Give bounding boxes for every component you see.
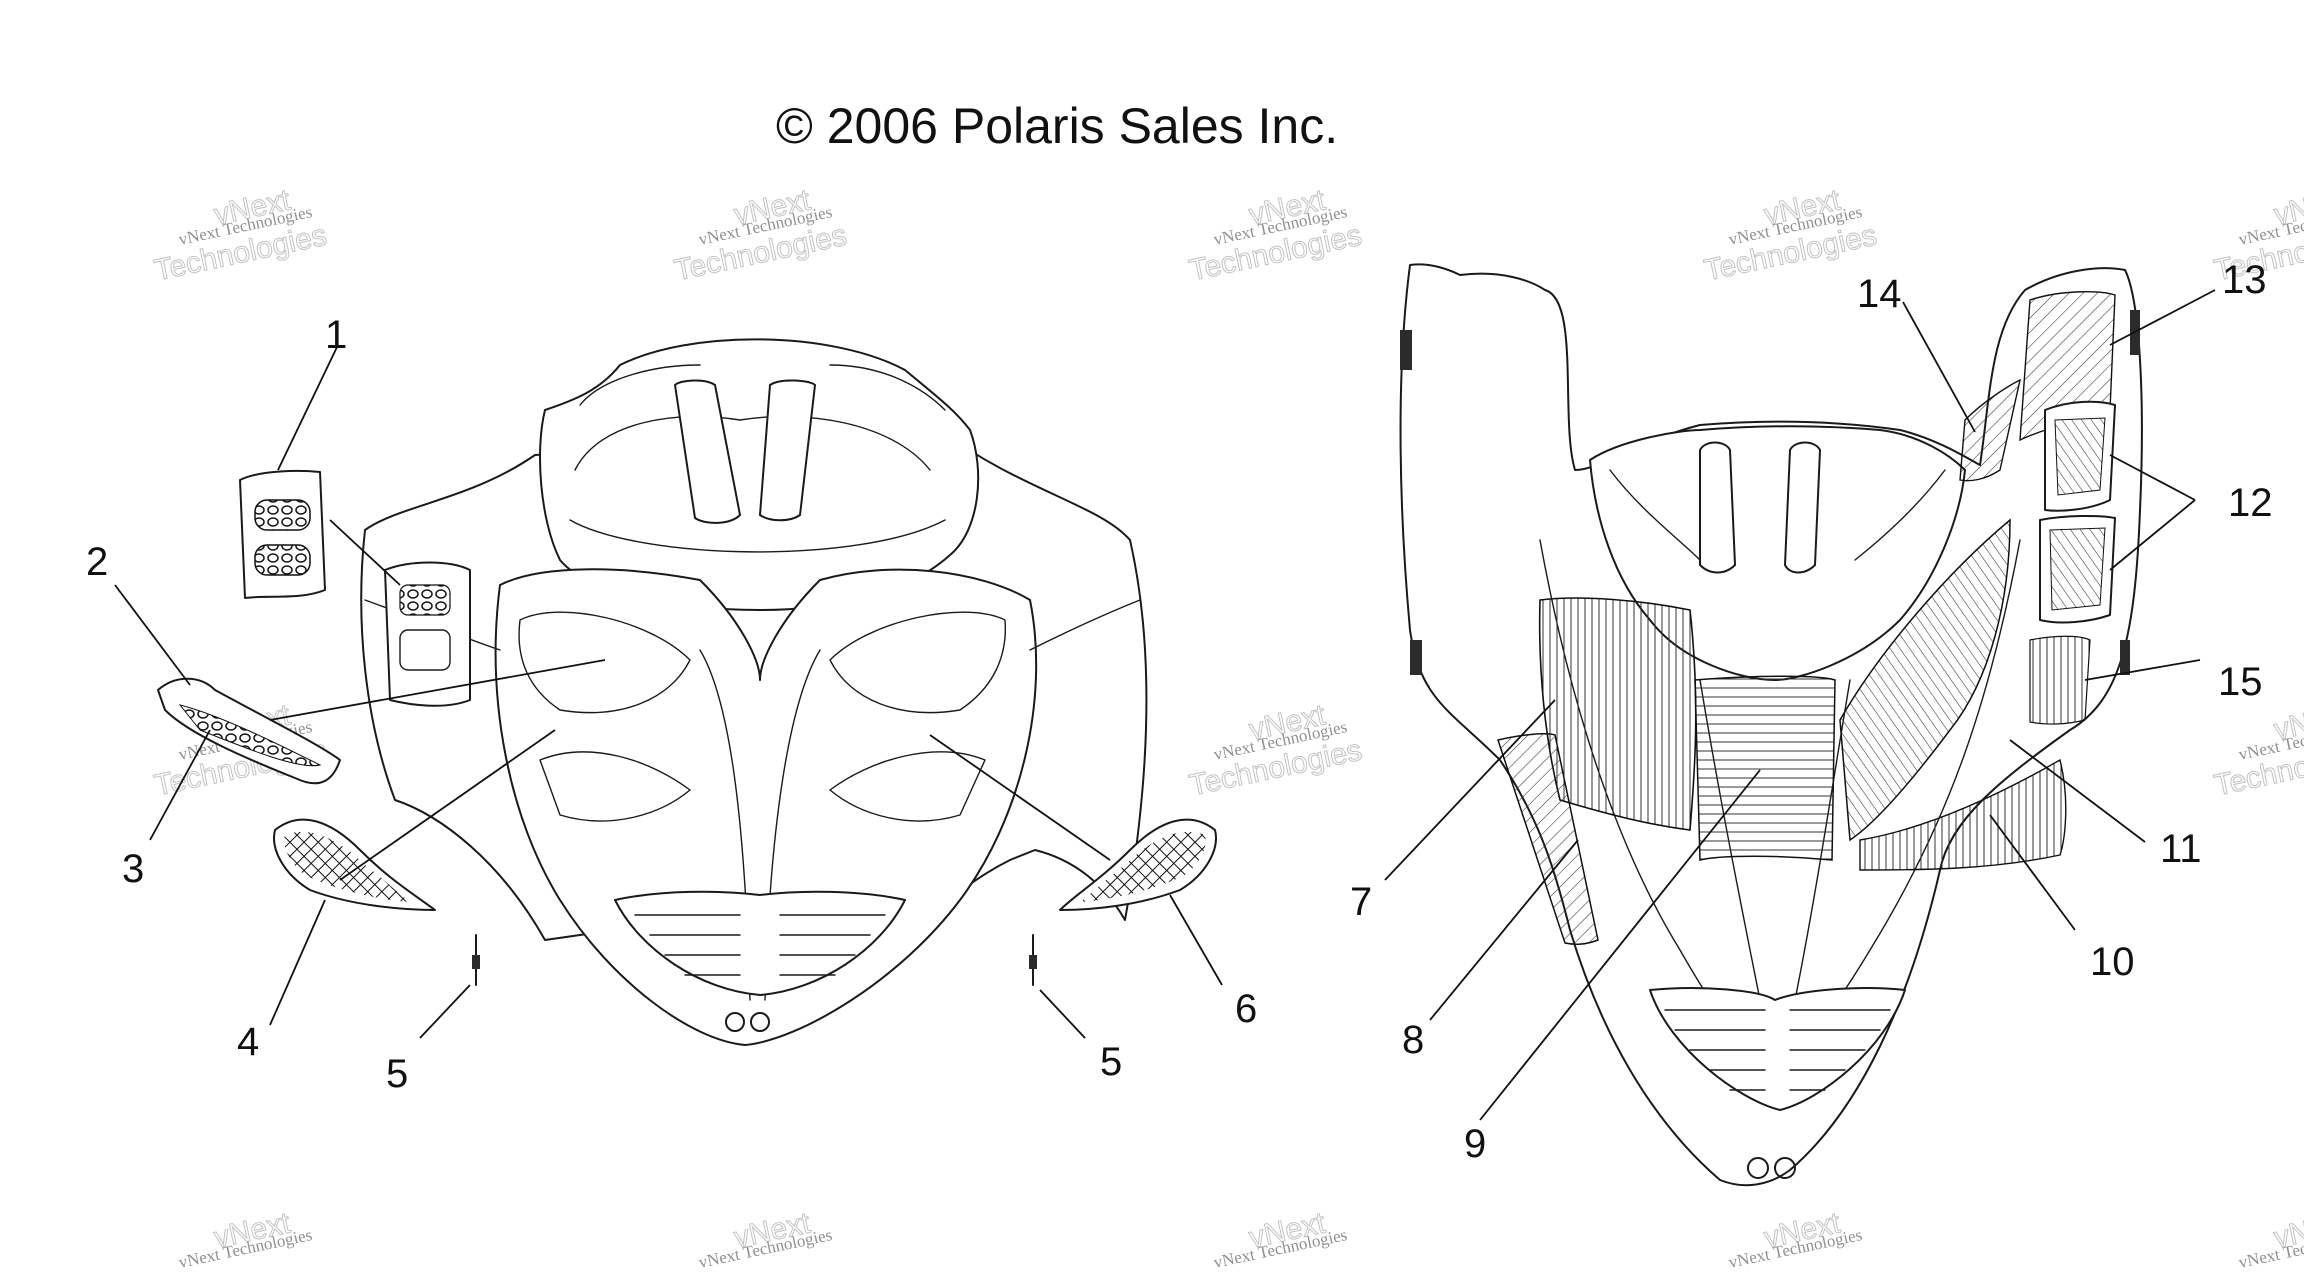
callout-5-left: 5 bbox=[386, 1052, 408, 1096]
right-grille-slats bbox=[1664, 1009, 1891, 1091]
watermark: Technologies vNext Technologies vNext bbox=[2211, 698, 2304, 803]
left-windshield-inner-2 bbox=[569, 519, 946, 553]
right-lower-grille bbox=[1649, 987, 1906, 1111]
svg-text:vNext: vNext bbox=[2271, 698, 2304, 746]
watermark: Technologies vNext Technologies vNext bbox=[1186, 698, 1365, 803]
left-reflector bbox=[1400, 330, 1412, 370]
left-callout-leaders bbox=[114, 344, 1223, 1039]
part-6-right-mesh bbox=[1059, 818, 1217, 911]
watermark: Technologies vNext Technologies vNext bbox=[1186, 183, 1365, 288]
right-headlight-recess bbox=[829, 611, 1007, 714]
left-hood-assembly bbox=[360, 338, 1148, 1046]
left-headlight-recess bbox=[518, 611, 691, 714]
part-5-rivet-left bbox=[472, 934, 480, 986]
callout-7: 7 bbox=[1350, 880, 1372, 924]
left-nose-button bbox=[725, 1012, 745, 1032]
callout-6: 6 bbox=[1235, 987, 1257, 1031]
right-lower-recess bbox=[829, 751, 986, 822]
part-9-decal bbox=[1694, 675, 1836, 861]
left-side-badge bbox=[1410, 640, 1422, 675]
callout-3: 3 bbox=[122, 847, 144, 891]
right-nose-button bbox=[750, 1012, 770, 1032]
part-2-3-scoop-decal bbox=[157, 677, 341, 785]
watermark: Technologies vNext Technologies vNext bbox=[1701, 183, 1880, 288]
part-5-rivet-right bbox=[1029, 934, 1037, 986]
callout-5-right: 5 bbox=[1100, 1040, 1122, 1084]
svg-text:vNext: vNext bbox=[2271, 1206, 2304, 1254]
part-11-decal bbox=[1839, 518, 2011, 842]
right-nose-button bbox=[1747, 1157, 1769, 1179]
svg-text:vNext: vNext bbox=[2271, 183, 2304, 231]
right-hood-assembly bbox=[1399, 263, 2143, 1187]
left-vent-slot bbox=[759, 379, 816, 522]
left-windshield-inner bbox=[574, 415, 931, 471]
left-lower-grille bbox=[614, 890, 906, 996]
left-windshield-top-frame bbox=[579, 364, 946, 411]
callout-2: 2 bbox=[86, 540, 108, 584]
callout-15: 15 bbox=[2218, 660, 2263, 704]
right-side-badge bbox=[2120, 640, 2130, 675]
watermark: vNext Technologies vNext bbox=[1212, 1206, 1349, 1272]
part-12-vent-decals bbox=[2039, 400, 2116, 624]
callout-labels: 1 2 3 4 5 5 6 7 8 9 10 11 12 13 14 15 bbox=[86, 258, 2273, 1166]
right-nose-button bbox=[1774, 1157, 1796, 1179]
callout-11: 11 bbox=[2160, 827, 2202, 871]
part-1-vent-decal bbox=[239, 469, 326, 599]
callout-12: 12 bbox=[2228, 481, 2273, 525]
callout-14: 14 bbox=[1857, 272, 1902, 316]
part-10-decal bbox=[1859, 758, 2067, 871]
part-14-decal bbox=[1959, 378, 2022, 482]
watermark: Technologies vNext Technologies vNext bbox=[671, 183, 850, 288]
callout-1: 1 bbox=[325, 313, 347, 357]
right-vent-slot bbox=[1699, 441, 1736, 574]
watermark: vNext Technologies vNext bbox=[697, 1206, 834, 1272]
left-lower-recess bbox=[539, 751, 691, 822]
copyright-text: © 2006 Polaris Sales Inc. bbox=[776, 98, 1338, 154]
hood-side-vent bbox=[384, 561, 471, 707]
part-15-decal bbox=[2029, 635, 2091, 725]
watermark: vNext Technologies vNext bbox=[177, 1206, 314, 1272]
part-4-left-mesh bbox=[273, 818, 436, 911]
callout-4: 4 bbox=[237, 1020, 259, 1064]
callout-8: 8 bbox=[1402, 1018, 1424, 1062]
watermark: vNext Technologies vNext bbox=[1727, 1206, 1864, 1272]
right-callout-leaders bbox=[1384, 289, 2216, 1121]
right-windshield-lip bbox=[1609, 469, 1946, 561]
watermark: vNext Technologies vNext bbox=[2237, 1206, 2304, 1272]
part-7-decal bbox=[1538, 597, 1697, 831]
left-vent-slot bbox=[674, 379, 741, 524]
callout-13: 13 bbox=[2222, 258, 2267, 302]
callout-9: 9 bbox=[1464, 1122, 1486, 1166]
callout-10: 10 bbox=[2090, 940, 2135, 984]
left-grille-slats bbox=[634, 914, 886, 976]
watermark: Technologies vNext Technologies vNext bbox=[151, 183, 330, 288]
right-vent-slot bbox=[1784, 441, 1821, 574]
